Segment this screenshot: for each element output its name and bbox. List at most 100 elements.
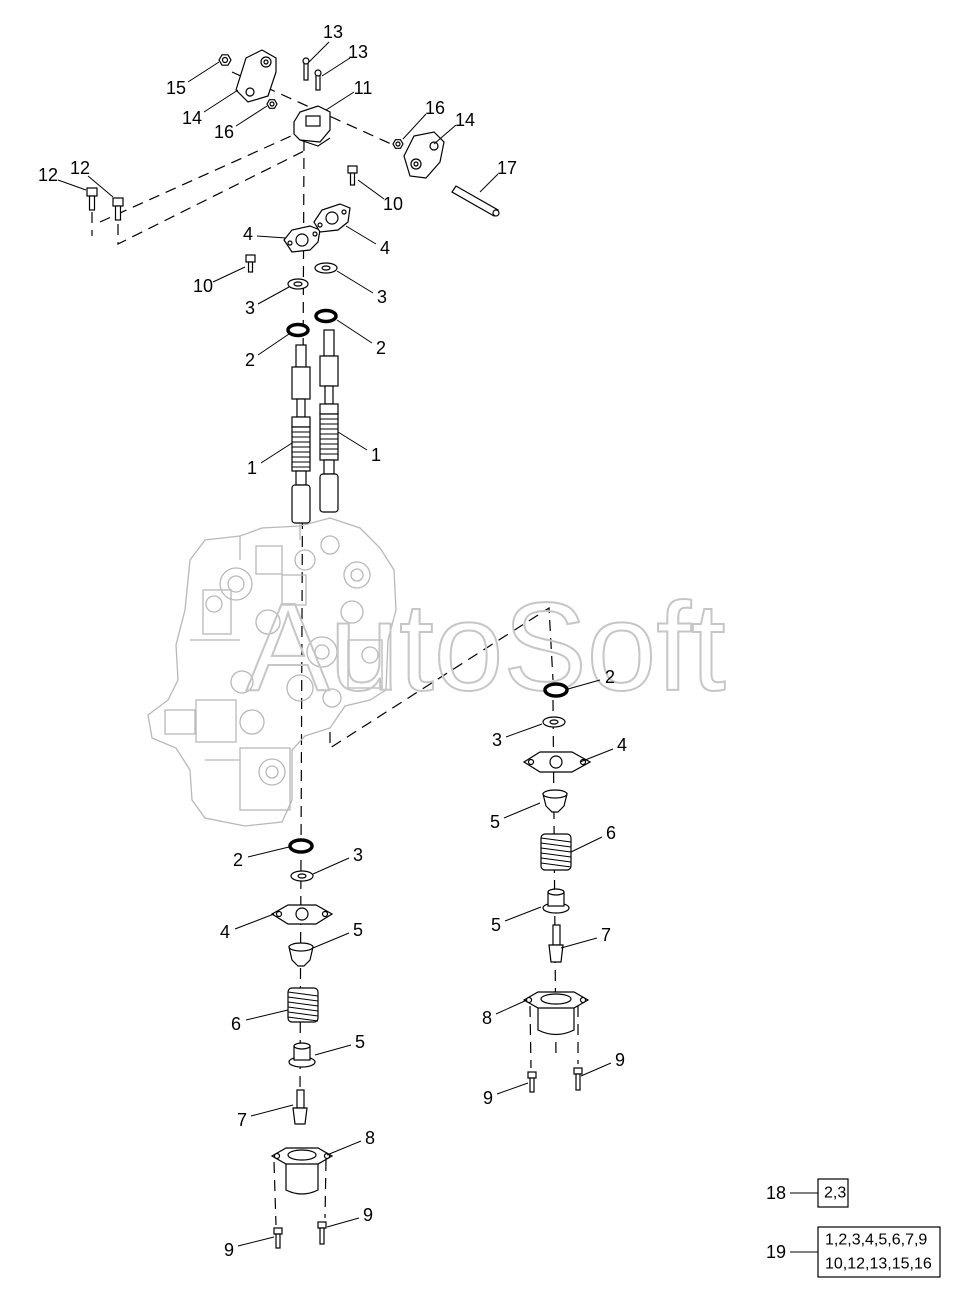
plate-part-4-left-column	[270, 904, 334, 925]
leader-line	[496, 1082, 529, 1095]
bolt-part-9-left-a	[273, 1227, 283, 1249]
plate-bore	[295, 907, 309, 921]
kit-18-number: 18	[766, 1183, 786, 1203]
pin-part-13-b	[314, 69, 322, 91]
callout-label: 13	[323, 22, 343, 42]
spool-land	[319, 403, 339, 415]
leader-line	[260, 442, 293, 464]
callout-label: 7	[601, 925, 611, 945]
washer-part-3-upper-right	[314, 262, 338, 274]
valve-port	[343, 561, 371, 589]
retainer-part-5-left-upper	[288, 942, 314, 967]
stud-part-7-left	[292, 1089, 308, 1125]
leader-line	[357, 179, 385, 200]
leader-line	[326, 1217, 360, 1228]
stud-head	[292, 1107, 308, 1125]
valve-port	[255, 609, 281, 635]
callout-label: 9	[483, 1088, 493, 1108]
bolt-head	[86, 187, 98, 197]
valve-section	[347, 639, 383, 689]
leader-line	[321, 57, 351, 77]
leader-line	[504, 906, 542, 922]
valve-port	[286, 674, 314, 702]
seal-ring	[288, 838, 314, 854]
leader-line	[312, 932, 350, 949]
leader-line	[235, 105, 268, 127]
leader-line	[237, 1236, 275, 1247]
valve-section	[239, 747, 291, 811]
bolt-axis-b	[117, 149, 307, 245]
valve-body	[147, 517, 397, 827]
callout-label: 5	[490, 812, 500, 832]
valve-port	[219, 567, 253, 601]
stud-part-7-right	[548, 924, 564, 963]
spool-land	[291, 484, 311, 524]
leader-line	[245, 1009, 289, 1021]
leader-line	[212, 266, 246, 283]
cap-opening	[540, 993, 572, 1005]
valve-port	[294, 549, 316, 571]
stud-shaft	[296, 1089, 305, 1109]
callout-label: 13	[348, 42, 368, 62]
leader-line	[308, 41, 330, 63]
bolt-axis-a	[99, 131, 301, 223]
seal-part-2-upper-right	[314, 308, 338, 324]
nut-hole	[269, 101, 275, 107]
plate-part-4-upper-left	[283, 225, 321, 253]
leader-line	[203, 89, 239, 113]
plate-bore	[325, 211, 339, 225]
bolt-shank	[319, 1227, 325, 1245]
leader-line	[57, 179, 87, 191]
plate-hole	[527, 758, 535, 766]
plate-hole	[317, 222, 323, 228]
spool-part-1-right	[319, 329, 339, 513]
bracket-hole	[263, 59, 269, 65]
leader-line	[337, 431, 368, 451]
leader-line	[336, 319, 373, 344]
nut-hole	[221, 56, 229, 64]
pin-end	[492, 209, 500, 217]
callout-label: 5	[353, 920, 363, 940]
callout-label: 9	[224, 1240, 234, 1260]
kit-19-box	[817, 1226, 941, 1278]
washer-part-3-right-column	[542, 716, 566, 728]
callout-label: 11	[354, 78, 373, 98]
kit-18-box	[817, 1178, 849, 1208]
leader-line	[402, 113, 427, 140]
bracket-hole	[245, 87, 255, 97]
cap-body	[537, 1002, 575, 1036]
stud-shaft	[552, 924, 561, 946]
bolt-head	[573, 1067, 583, 1075]
valve-port	[350, 568, 364, 582]
callout-label: 7	[237, 1110, 247, 1130]
bolt-shank	[247, 261, 254, 273]
callout-label: 16	[425, 98, 445, 118]
clevis-slot	[305, 115, 321, 127]
pin-shank	[303, 61, 309, 81]
washer-hole	[321, 265, 331, 271]
callout-label: 4	[617, 735, 627, 755]
spool-neck	[323, 459, 335, 475]
retainer-top	[542, 789, 568, 799]
callout-label: 5	[355, 1032, 365, 1052]
leader-line	[87, 175, 114, 198]
cap-hole	[273, 1152, 281, 1160]
callout-label: 4	[220, 922, 230, 942]
leader-line	[250, 1104, 294, 1117]
washer-hole	[293, 281, 303, 287]
kit-18-parts: 2,3	[824, 1185, 846, 1202]
plate-bore	[295, 233, 309, 247]
bracket-hole	[429, 141, 439, 151]
nut-part-16-right	[392, 139, 404, 149]
bolt-axis-left-1	[273, 1161, 277, 1226]
nut-hole	[395, 141, 401, 147]
leader-line	[314, 1044, 352, 1056]
callout-label: 3	[377, 287, 387, 307]
retainer-part-5-right-lower	[542, 888, 570, 914]
valve-section	[202, 589, 232, 635]
pin-head	[302, 57, 310, 65]
bracket-plate	[403, 131, 445, 179]
spool-grooves	[292, 431, 310, 468]
stud-head	[548, 944, 564, 963]
washer-hole	[297, 873, 307, 879]
